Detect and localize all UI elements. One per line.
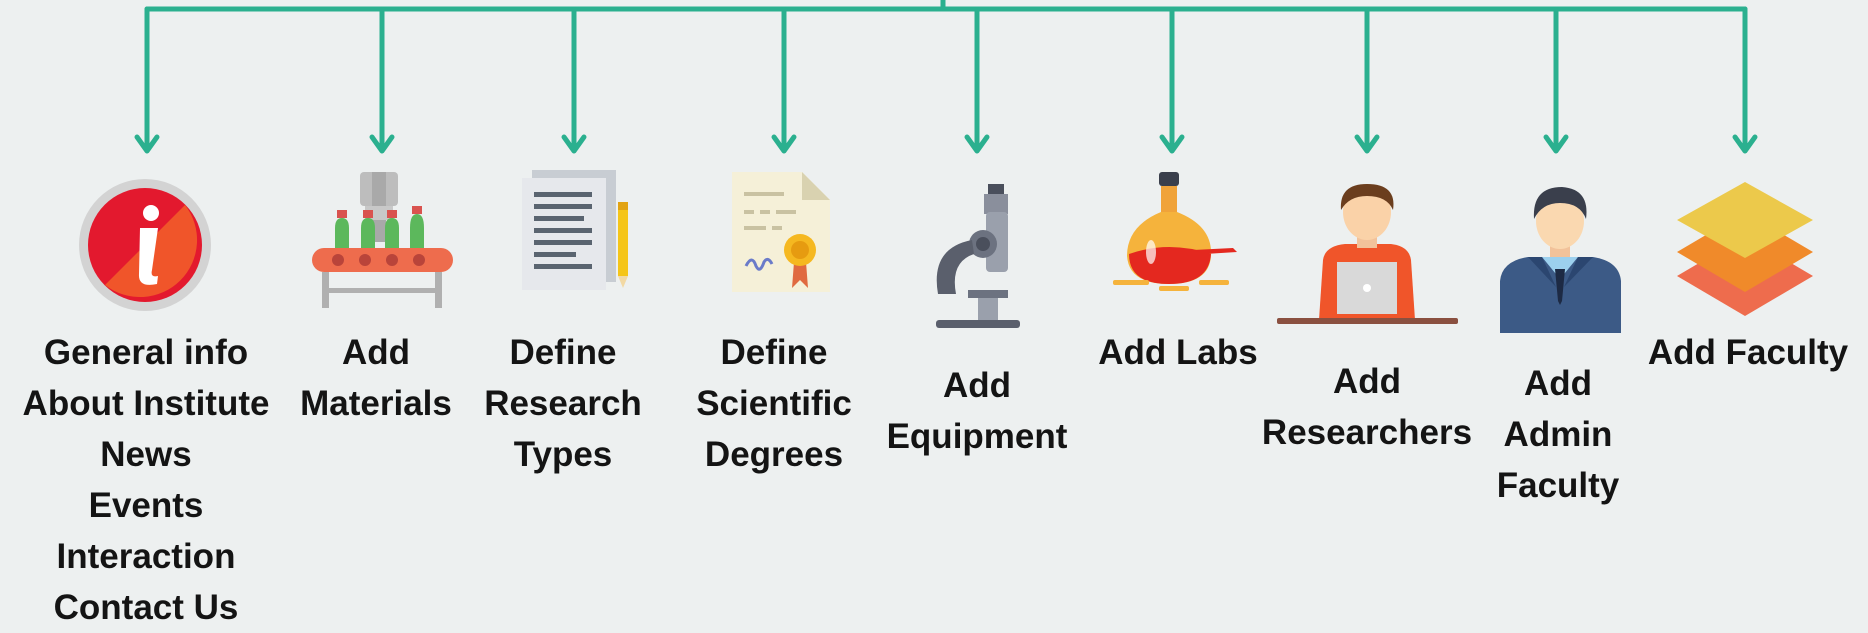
label-line: Admin <box>1503 415 1613 454</box>
admin-person-icon <box>1500 187 1621 333</box>
connector-arrow-add-researchers <box>1354 6 1380 154</box>
label-line: Add <box>1523 364 1593 403</box>
connector-arrow-add-equipment <box>964 6 990 154</box>
node-label-add-labs: Add Labs <box>1098 327 1257 378</box>
label-line: About Institute <box>22 384 270 423</box>
certificate-icon <box>732 172 830 292</box>
label-line: News <box>100 435 192 474</box>
researcher-laptop-icon <box>1277 184 1458 324</box>
layers-icon <box>1677 182 1813 316</box>
label-line: Events <box>88 486 204 525</box>
connector-arrow-define-research-types <box>561 6 587 154</box>
label-line: Interaction <box>56 537 236 576</box>
label-line: Add <box>341 333 411 372</box>
node-label-define-scientific-degrees: Define Scientific Degrees <box>696 327 852 480</box>
label-line: Researchers <box>1261 413 1473 452</box>
connector-arrow-general-info <box>134 6 160 154</box>
connector-arrow-define-scientific-degrees <box>771 6 797 154</box>
label-line: Add <box>1332 362 1402 401</box>
label-line: Define <box>720 333 828 372</box>
node-label-add-admin-faculty: Add Admin Faculty <box>1497 358 1620 511</box>
label-line: Equipment <box>886 417 1068 456</box>
label-line: Define <box>509 333 617 372</box>
microscope-icon <box>936 184 1020 328</box>
document-pencil-icon <box>522 170 628 290</box>
label-line: Add Labs <box>1098 333 1258 372</box>
node-label-define-research-types: Define Research Types <box>484 327 642 480</box>
connector-arrow-add-materials <box>369 6 395 154</box>
label-line: Types <box>513 435 613 474</box>
conveyor-bottles-icon <box>312 172 453 308</box>
info-icon <box>79 179 211 311</box>
connector-arrow-add-faculty <box>1732 6 1758 154</box>
label-line: Degrees <box>704 435 844 474</box>
label-line: General info <box>43 333 249 372</box>
label-line: Add Faculty <box>1647 333 1849 372</box>
label-line: Research <box>484 384 642 423</box>
connector-arrow-add-labs <box>1159 6 1185 154</box>
node-label-general-info: General info About Institute News Events… <box>23 327 270 633</box>
label-line: Materials <box>300 384 452 423</box>
node-label-add-researchers: Add Researchers <box>1262 356 1472 458</box>
label-line: Contact Us <box>53 588 239 627</box>
node-label-add-faculty: Add Faculty <box>1648 327 1848 378</box>
node-label-add-equipment: Add Equipment <box>887 360 1068 462</box>
label-line: Faculty <box>1496 466 1620 505</box>
flask-icon <box>1113 172 1237 291</box>
label-line: Add <box>942 366 1012 405</box>
node-label-add-materials: Add Materials <box>300 327 452 429</box>
label-line: Scientific <box>696 384 852 423</box>
connector-arrow-add-admin-faculty <box>1543 6 1569 154</box>
